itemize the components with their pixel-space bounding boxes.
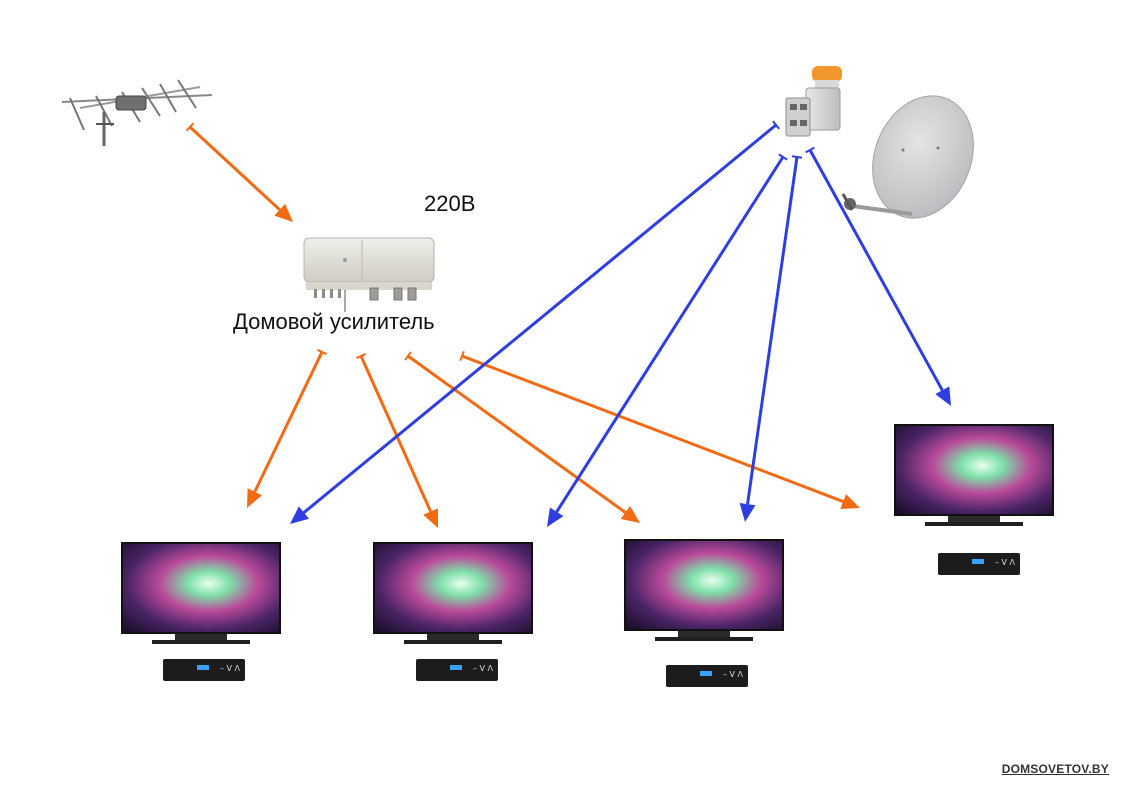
house-amplifier-icon [303,237,435,312]
svg-text:– V Λ: – V Λ [995,558,1016,567]
svg-text:– V Λ: – V Λ [473,664,494,673]
arrow-amplifier-to-tv-4 [459,350,860,510]
satellite-converter-icon [785,66,842,137]
tv-set-3 [624,539,784,641]
receiver-4-icon: – V Λ [938,553,1020,575]
site-watermark: DOMSOVETOV.BY [1001,762,1109,776]
receiver-3-icon: – V Λ [666,665,748,687]
tv-set-2 [373,542,533,644]
arrow-amplifier-to-tv-2 [356,353,438,528]
connection-arrows [185,120,951,528]
arrow-amplifier-to-tv-1 [247,348,327,508]
svg-text:– V Λ: – V Λ [723,670,744,679]
power-supply-label: 220В [424,191,476,216]
arrow-antenna-to-amplifier [185,122,293,222]
arrow-lnb-to-tv-1 [290,120,780,524]
tv-set-4 [894,424,1054,526]
receiver-1-icon: – V Λ [163,659,245,681]
arrow-lnb-to-tv-4 [805,146,951,406]
svg-text:– V Λ: – V Λ [220,664,241,673]
tv-set-1 [121,542,281,644]
arrow-amplifier-to-tv-3 [404,351,640,523]
satellite-dish-icon [841,95,974,219]
arrow-lnb-to-tv-2 [547,153,788,527]
yagi-antenna-icon [61,79,213,146]
receiver-2-icon: – V Λ [416,659,498,681]
amplifier-caption: Домовой усилитель [233,309,435,334]
arrow-lnb-to-tv-3 [739,155,803,522]
